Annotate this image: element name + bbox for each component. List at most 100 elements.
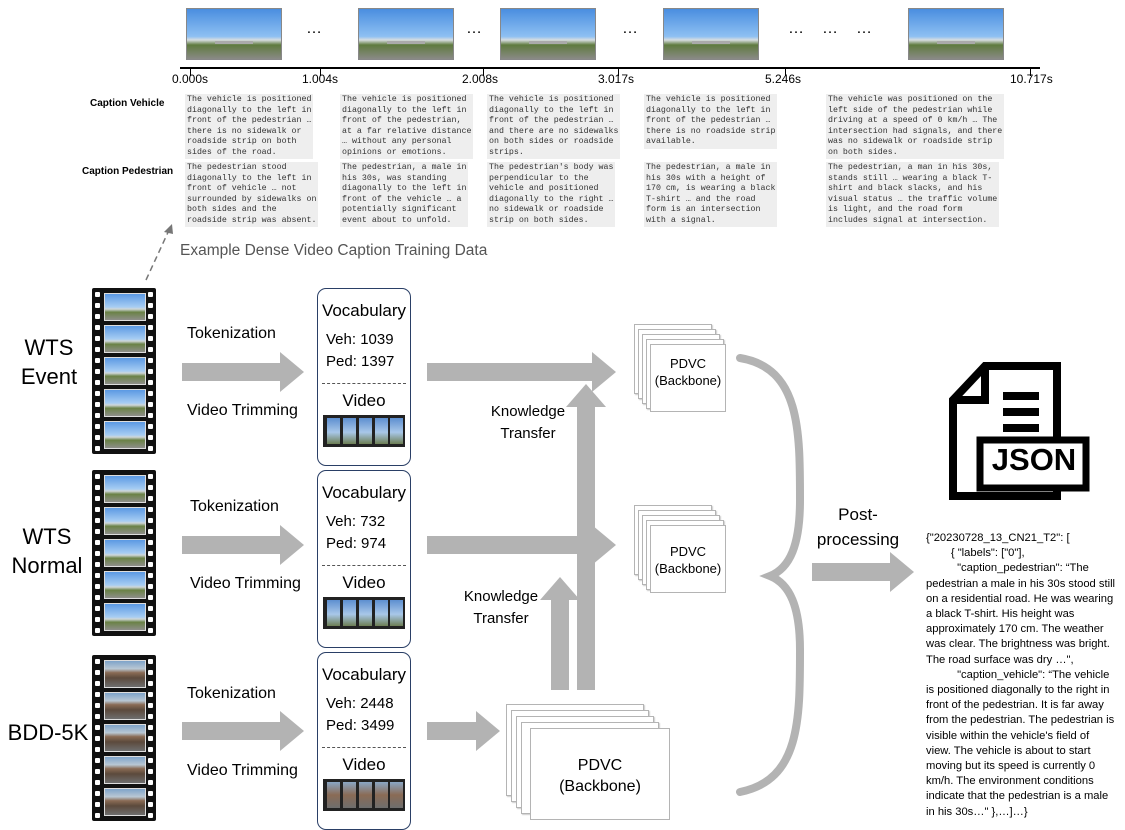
film-sprocket-hole: [95, 435, 100, 440]
video-title: Video: [342, 755, 386, 774]
film-sprocket-hole: [148, 628, 153, 633]
timeline-tick-label: 2.008s: [462, 72, 499, 86]
timeline-tick: [1030, 68, 1031, 76]
film-sprocket-hole: [95, 380, 100, 385]
film-sprocket-hole: [95, 358, 100, 363]
film-sprocket-hole: [95, 347, 100, 352]
right-arrow: [182, 352, 304, 392]
film-sprocket-hole: [148, 496, 153, 501]
caption-pedestrian-text: The pedestrian's body was perpendicular …: [487, 162, 616, 227]
film-sprocket-hole: [148, 347, 153, 352]
pdvc-backbone-label: PDVC (Backbone): [650, 344, 726, 412]
knowledge-transfer-label: Knowledge Transfer: [490, 403, 566, 442]
film-sprocket-hole: [95, 769, 100, 774]
timeline-tick-label: 1.004s: [302, 72, 339, 86]
film-sprocket-hole: [95, 802, 100, 807]
film-sprocket-hole: [95, 551, 100, 556]
film-frame-thumbnail: [104, 475, 146, 503]
timeline-tick: [483, 68, 484, 76]
ellipsis: …: [466, 20, 483, 37]
timeline-tick: [785, 68, 786, 76]
vocabulary-box-wts-event: Vocabulary Veh: 1039 Ped: 1397 Video: [317, 288, 411, 466]
caption-pedestrian-text: The pedestrian, a male in his 30s, was s…: [340, 162, 469, 227]
film-frame-thumbnail: [104, 756, 146, 784]
dataset-label-wts-normal: WTS Normal: [11, 524, 83, 578]
json-file-icon: [949, 362, 1090, 500]
film-sprocket-hole: [95, 446, 100, 451]
right-arrow: [427, 711, 500, 751]
film-sprocket-hole: [148, 606, 153, 611]
timeline-tick: [618, 68, 619, 76]
video-frame-thumbnail: [663, 8, 759, 60]
film-frame-thumbnail: [104, 507, 146, 535]
film-sprocket-hole: [95, 391, 100, 396]
film-sprocket-hole: [148, 584, 153, 589]
caption-vehicle-text: The vehicle is positioned diagonally to …: [340, 94, 474, 159]
film-sprocket-hole: [148, 369, 153, 374]
film-frame-thumbnail: [104, 325, 146, 353]
tokenization-label: Tokenization: [190, 498, 279, 515]
film-strip-bdd-5k: [92, 655, 156, 821]
film-sprocket-hole: [148, 747, 153, 752]
pedestrian-vocab-count: Ped: 974: [326, 535, 387, 552]
film-sprocket-hole: [95, 747, 100, 752]
caption-pedestrian-text: The pedestrian stood diagonally to the l…: [185, 162, 319, 227]
right-arrow: [812, 552, 914, 592]
film-sprocket-hole: [95, 692, 100, 697]
film-sprocket-hole: [95, 628, 100, 633]
video-frame-thumbnail: [358, 8, 454, 60]
vehicle-vocab-count: Veh: 2448: [326, 695, 394, 712]
pedestrian-vocab-count: Ped: 1397: [326, 353, 395, 370]
film-sprocket-hole: [148, 670, 153, 675]
film-sprocket-hole: [95, 292, 100, 297]
film-sprocket-hole: [148, 714, 153, 719]
timeline-tick-label: 0.000s: [172, 72, 209, 86]
pdvc-backbone-label: PDVC (Backbone): [530, 728, 670, 820]
dataset-label-bdd-5k: BDD-5K: [7, 720, 89, 745]
film-sprocket-hole: [95, 670, 100, 675]
divider: [322, 565, 406, 566]
film-sprocket-hole: [95, 714, 100, 719]
film-sprocket-hole: [95, 413, 100, 418]
film-sprocket-hole: [148, 659, 153, 664]
vocabulary-title: Vocabulary: [321, 483, 407, 502]
film-sprocket-hole: [95, 529, 100, 534]
film-sprocket-hole: [148, 292, 153, 297]
video-title: Video: [342, 391, 386, 410]
caption-vehicle-text: The vehicle is positioned diagonally to …: [185, 94, 314, 159]
ellipsis: …: [856, 20, 873, 37]
tokenization-label: Tokenization: [187, 685, 276, 702]
film-sprocket-hole: [148, 780, 153, 785]
film-sprocket-hole: [95, 485, 100, 490]
pedestrian-vocab-count: Ped: 3499: [326, 717, 395, 734]
film-sprocket-hole: [95, 314, 100, 319]
film-frame-thumbnail: [104, 724, 146, 752]
divider: [322, 383, 406, 384]
timeline-tick: [320, 68, 321, 76]
video-title: Video: [342, 573, 386, 592]
caption-vehicle-text: The vehicle is positioned diagonally to …: [487, 94, 621, 159]
up-arrow: [540, 577, 580, 690]
film-sprocket-hole: [148, 424, 153, 429]
pdvc-backbone-label: PDVC (Backbone): [650, 525, 726, 593]
right-arrow: [427, 525, 616, 565]
vocabulary-title: Vocabulary: [321, 301, 407, 320]
film-sprocket-hole: [95, 606, 100, 611]
film-sprocket-hole: [95, 736, 100, 741]
film-sprocket-hole: [148, 540, 153, 545]
timeline-tick-label: 10.717s: [1010, 72, 1053, 86]
film-frame-thumbnail: [104, 293, 146, 321]
film-sprocket-hole: [95, 562, 100, 567]
film-sprocket-hole: [148, 391, 153, 396]
film-sprocket-hole: [148, 736, 153, 741]
film-frame-thumbnail: [104, 539, 146, 567]
divider: [322, 747, 406, 748]
film-frame-thumbnail: [104, 603, 146, 631]
json-icon-label: JSON: [991, 442, 1077, 477]
film-sprocket-hole: [95, 496, 100, 501]
video-film-thumbnail: [323, 779, 405, 811]
video-frame-thumbnail: [908, 8, 1004, 60]
film-sprocket-hole: [148, 507, 153, 512]
film-frame-thumbnail: [104, 571, 146, 599]
right-arrow: [182, 525, 304, 565]
